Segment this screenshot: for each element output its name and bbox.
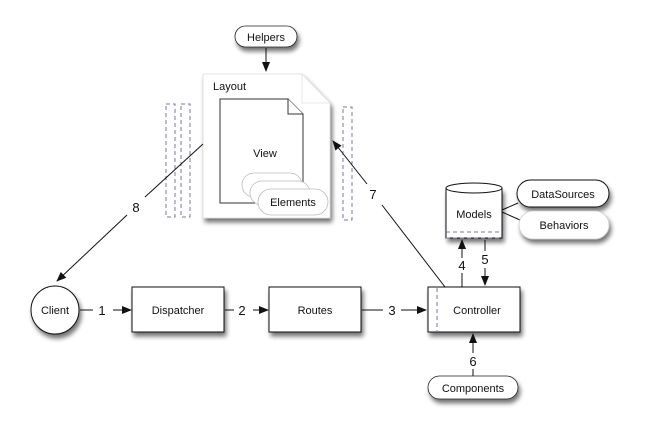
edge-7-label: 7 [369, 187, 376, 202]
view-label: View [253, 148, 277, 160]
client-node: Client [30, 285, 80, 335]
routes-node: Routes [268, 286, 362, 333]
controller-label: Controller [453, 305, 501, 317]
dashed-bar-left-1 [165, 103, 176, 218]
edge-2: 2 [225, 303, 269, 318]
elements-label: Elements [270, 197, 316, 209]
dashed-bar-right [342, 106, 353, 221]
behaviors-node: Behaviors [518, 210, 610, 240]
edge-5: 5 [481, 240, 489, 286]
controller-node: Controller [427, 286, 521, 333]
edge-4-label: 4 [458, 258, 465, 273]
helpers-label: Helpers [247, 32, 285, 44]
edge-4: 4 [458, 239, 466, 287]
edge-3: 3 [362, 303, 427, 318]
helpers-node: Helpers [234, 25, 298, 48]
edge-6: 6 [469, 333, 477, 376]
edge-3-label: 3 [388, 303, 395, 318]
layout-label: Layout [213, 81, 246, 93]
client-label: Client [41, 305, 69, 317]
edge-8-label: 8 [132, 200, 139, 215]
edge-5-label: 5 [481, 252, 488, 267]
components-node: Components [427, 375, 519, 400]
datasources-label: DataSources [531, 189, 595, 201]
elements-node: Elements [241, 172, 329, 216]
datasources-node: DataSources [516, 179, 610, 208]
dashed-bar-left-2 [180, 103, 191, 218]
behaviors-label: Behaviors [540, 220, 589, 232]
models-label: Models [456, 209, 492, 221]
edge-7: 7 [332, 140, 446, 288]
edge-2-label: 2 [238, 303, 245, 318]
models-datasources-connector [501, 202, 519, 211]
layout-node: Layout View Elements [202, 73, 331, 219]
edge-1-label: 1 [98, 303, 105, 318]
dispatcher-label: Dispatcher [152, 305, 205, 317]
models-behaviors-connector [501, 211, 521, 221]
models-node: Models [445, 182, 503, 239]
routes-label: Routes [298, 305, 333, 317]
edge-8: 8 [56, 143, 204, 282]
edge-6-label: 6 [469, 354, 476, 369]
dispatcher-node: Dispatcher [131, 286, 225, 333]
components-label: Components [442, 383, 505, 395]
edge-1: 1 [80, 303, 132, 318]
